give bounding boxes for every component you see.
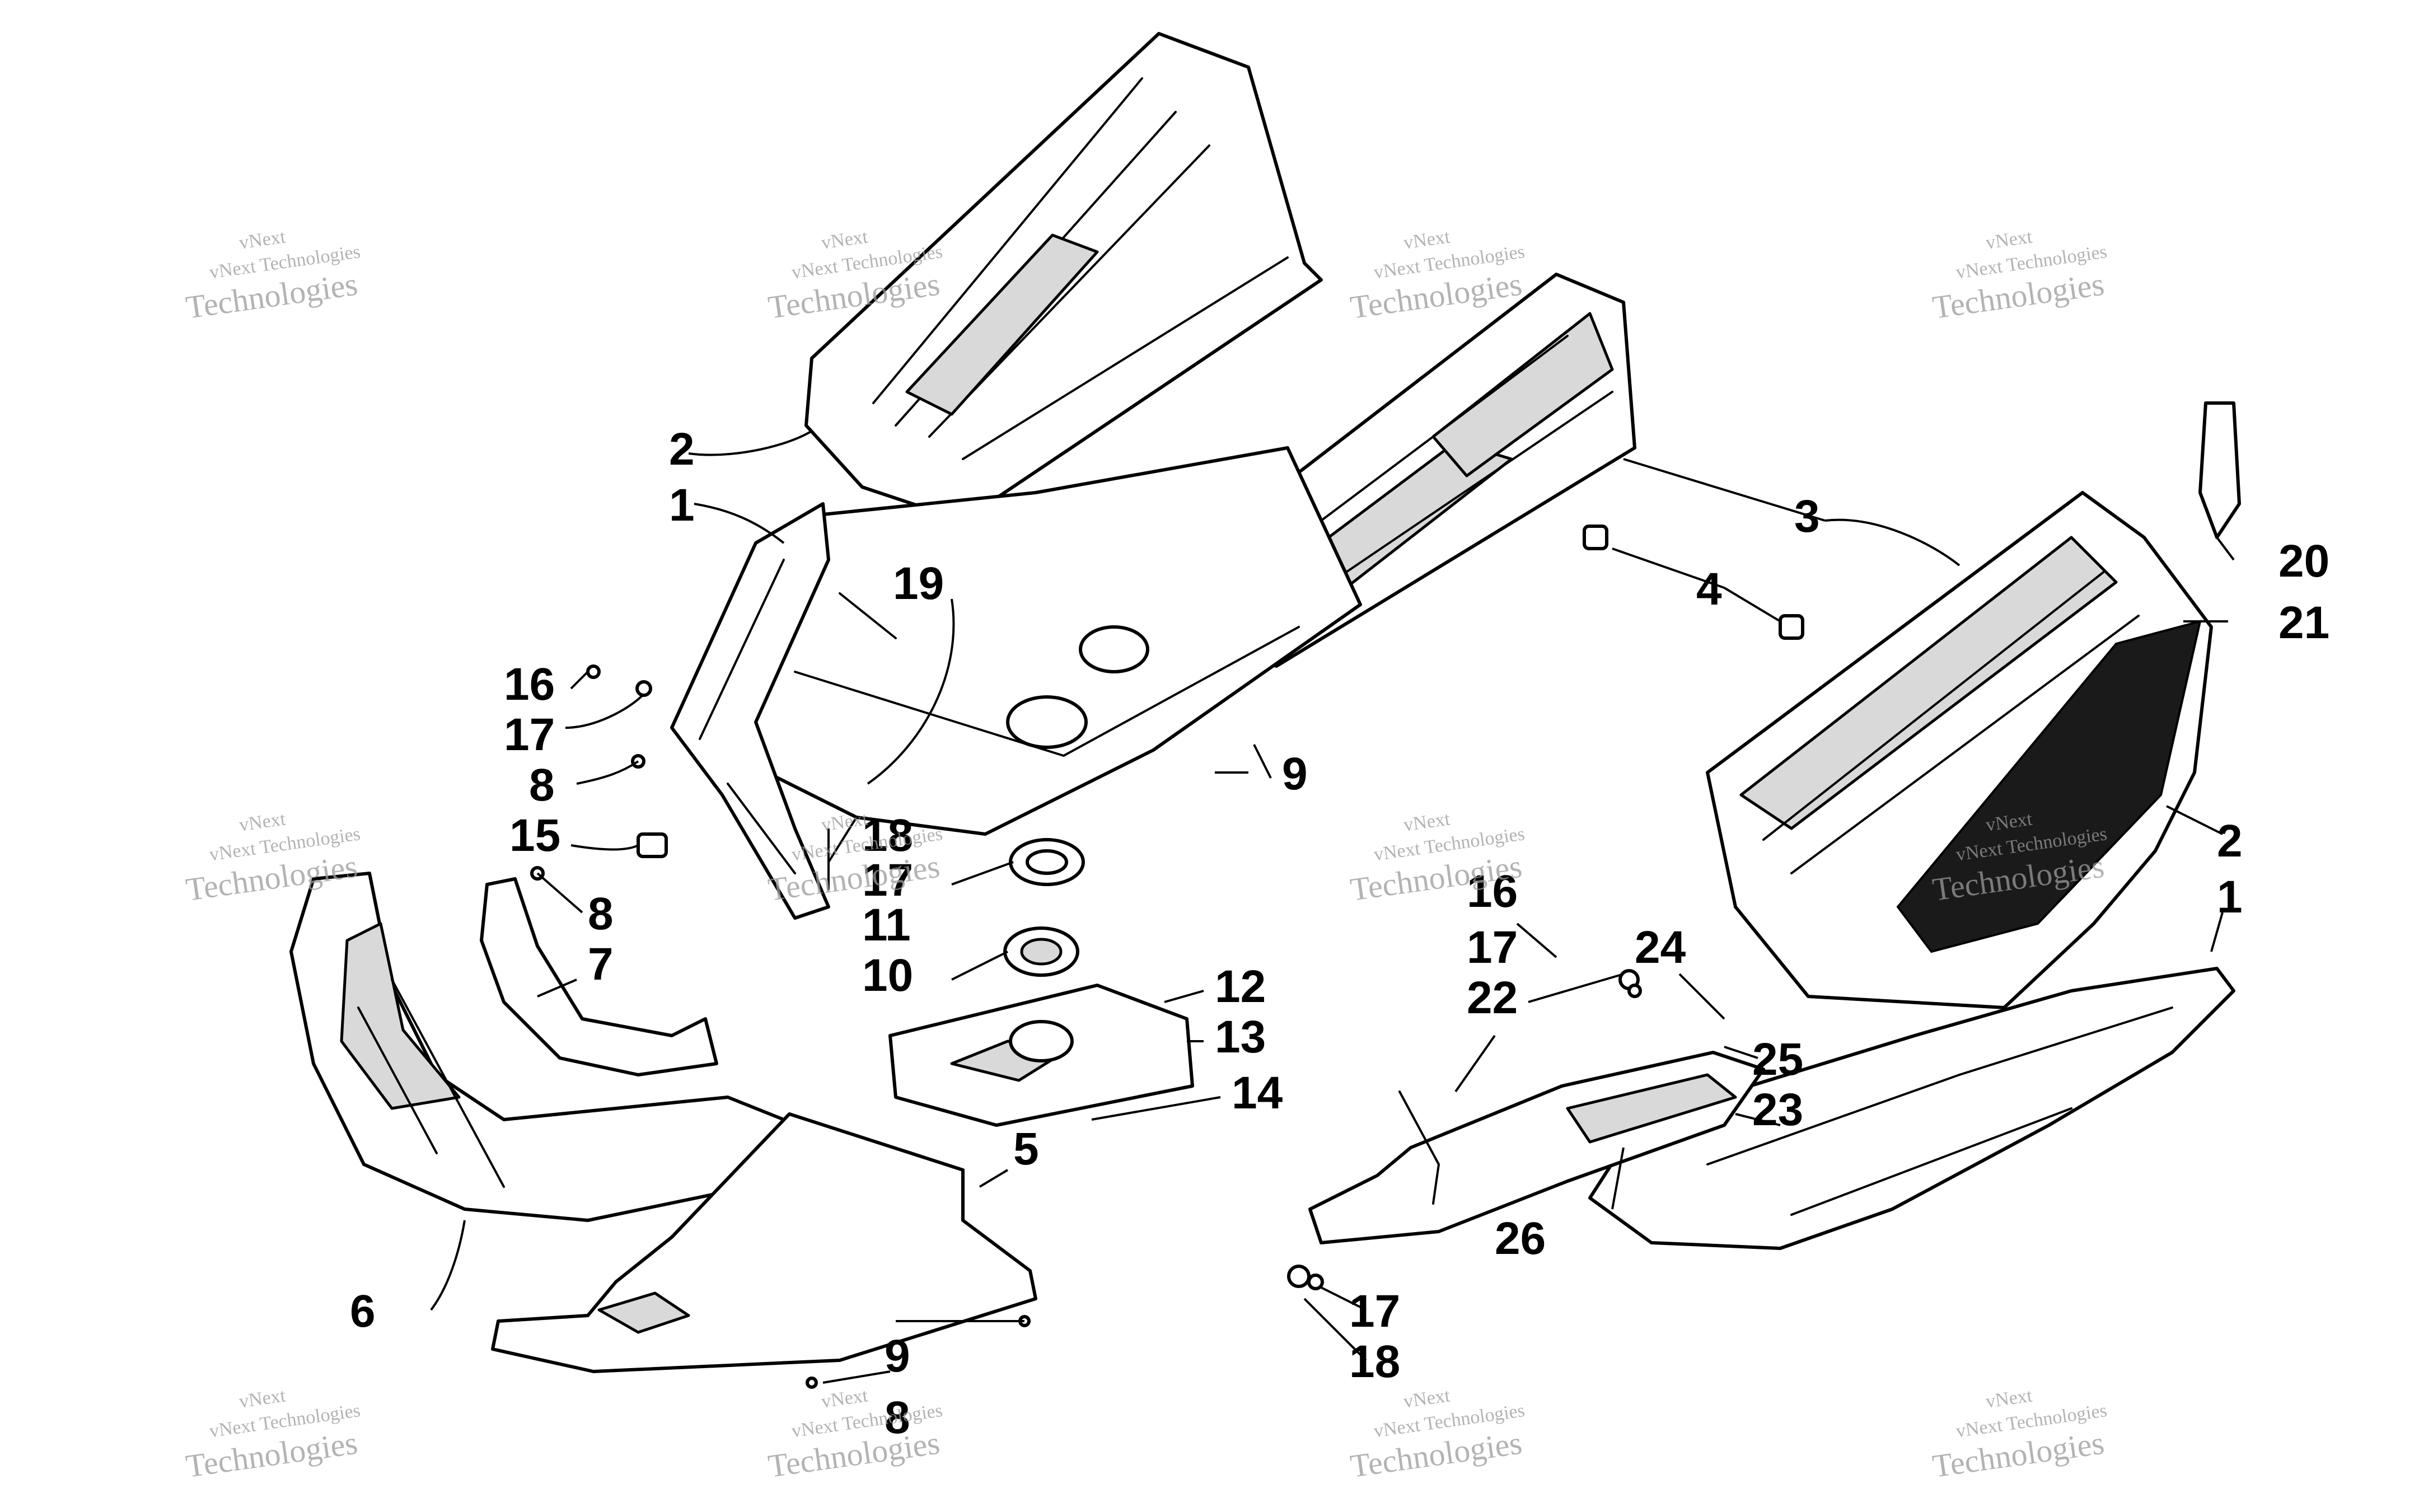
callout-9-lower: 9 [885,1331,910,1382]
callout-6: 6 [350,1286,376,1337]
callout-20: 20 [2278,536,2329,587]
svg-text:vNext: vNext [1402,1385,1452,1412]
callout-18-left: 18 [862,810,913,861]
callout-22: 22 [1467,972,1518,1023]
seat-pan-upper [804,32,1323,522]
callout-17-left: 17 [504,709,555,760]
callout-2-right: 2 [2217,816,2243,867]
svg-text:vNext: vNext [820,226,869,253]
callout-17-lower: 17 [1349,1286,1400,1337]
svg-text:vNext: vNext [1985,1385,2034,1412]
belly-pan-center [732,446,1362,836]
bracket-7 [480,877,718,1076]
svg-text:vNext: vNext [1402,226,1452,253]
callout-16-right: 16 [1467,866,1518,917]
callout-25: 25 [1752,1034,1803,1085]
callout-12: 12 [1215,961,1266,1012]
callout-17-right: 17 [1467,922,1518,973]
watermark: vNext vNext Technologies Technologies [1930,1385,2108,1484]
leader-lines [430,430,2235,1384]
callout-15: 15 [509,810,560,861]
svg-text:vNext: vNext [238,226,287,253]
seat-panel-right [1706,491,2213,1009]
callout-11: 11 [862,900,911,951]
callout-16-left: 16 [504,659,555,710]
callout-18-lower: 18 [1349,1336,1400,1387]
svg-text:vNext: vNext [820,1385,869,1412]
callout-4: 4 [1696,564,1722,615]
bracket-right [1308,1051,1765,1244]
callout-7: 7 [588,939,614,990]
side-panel-left [670,502,830,920]
callout-10: 10 [862,950,913,1001]
svg-text:vNext: vNext [238,808,287,835]
callout-17-mid: 17 [862,855,913,906]
mount-plate [888,984,1194,1127]
watermark: vNext vNext Technologies Technologies [184,1385,362,1484]
callout-23: 23 [1752,1084,1803,1135]
callout-2-upper: 2 [669,424,695,475]
callout-13: 13 [1215,1012,1266,1062]
callout-26: 26 [1495,1213,1546,1264]
skid-plate [491,1112,1037,1373]
belly-pan-right [1588,967,2235,1250]
callout-21: 21 [2278,597,2329,648]
fasteners [530,401,2241,1389]
callout-8-lower: 8 [885,1392,910,1443]
svg-text:vNext: vNext [1402,808,1452,835]
callouts: 2 1 3 4 19 16 17 8 9 15 18 17 11 8 7 10 … [350,424,2329,1443]
watermark: vNext vNext Technologies Technologies [1348,226,1526,325]
callout-8-mid: 8 [588,888,614,939]
callout-1-right: 1 [2217,872,2243,923]
callout-9-upper: 9 [1282,748,1308,799]
watermark: vNext vNext Technologies Technologies [766,1385,944,1484]
callout-5: 5 [1013,1124,1039,1174]
svg-text:vNext: vNext [1985,226,2034,253]
watermark: vNext vNext Technologies Technologies [1930,226,2108,325]
callout-1-upper: 1 [669,480,695,531]
callout-14: 14 [1232,1068,1283,1118]
callout-3: 3 [1794,491,1820,542]
callout-24: 24 [1635,922,1686,973]
svg-text:vNext: vNext [238,1385,287,1412]
gaskets [1003,838,1085,977]
watermark: vNext vNext Technologies Technologies [184,226,362,325]
callout-8-upper: 8 [529,760,555,811]
callout-19: 19 [893,558,944,609]
watermark: vNext vNext Technologies Technologies [1348,1385,1526,1484]
